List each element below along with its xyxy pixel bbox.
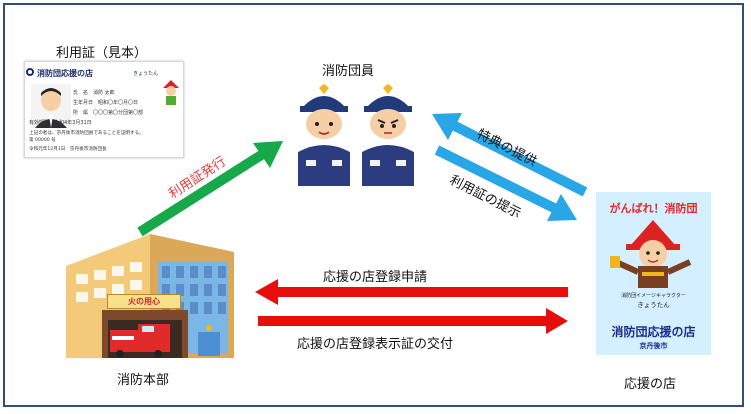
benefit-arrow [432,113,588,197]
firefighter-right [362,84,414,186]
poster-character-caption: 消防団イメージキャラクター [621,293,686,299]
poster-city: 京丹後市 [639,342,668,350]
card-sub: きょうたん [133,71,159,77]
membership-card: 消防団応援の店 きょうたん 氏 名 消防 太郎 生年月日 昭和〇年〇月〇日 所 … [24,61,184,158]
apply-arrow-label: 応援の店登録申請 [323,270,428,285]
firefighter-left [298,84,350,186]
diagram-frame [3,3,744,407]
card-row: 所 属 〇〇〇第〇分団第〇部 [73,110,144,116]
poster-character-name: きょうたん [637,301,670,309]
mascot-illustration [610,220,692,288]
issue-arrow [137,141,283,237]
poster-shop-title: 消防団応援の店 [611,325,696,339]
fire-brigade-emblem-icon [26,68,34,76]
card-header: 消防団応援の店 [37,69,93,78]
firefighters-illustration [298,84,414,186]
card-row: 氏 名 消防 太郎 [73,90,115,96]
card-footer: 令和元年12月1日 京丹後市消防団長 [29,147,107,152]
apply-arrow [255,279,568,305]
mascot-small-icon [163,80,179,105]
deliver-arrow-label: 応援の店登録表示証の交付 [297,337,454,352]
card-label: 利用証（見本） [56,46,148,61]
fire-engine-icon [110,324,170,358]
card-note: 上記の者は、京丹後市消防団員であることを証明する。 [29,131,144,136]
present-arrow [434,145,577,221]
shop-label: 応援の店 [624,377,677,392]
card-row: 生年月日 昭和〇年〇月〇日 [73,100,139,106]
poster-title: がんばれ！消防団 [609,202,698,215]
fire-safety-sign: 火の用心 [107,294,181,309]
card-row: 有効期限 令和4年3月31日 [29,120,92,126]
hq-label: 消防本部 [117,373,170,388]
shop-poster: がんばれ！消防団 消防団イメージキャラクター きょうたん 消防団応援の店 京丹後… [596,192,711,355]
deliver-arrow [258,308,568,334]
members-label: 消防団員 [322,64,375,79]
card-number: 第 00000 号 [29,138,56,143]
member-portrait [31,84,71,128]
